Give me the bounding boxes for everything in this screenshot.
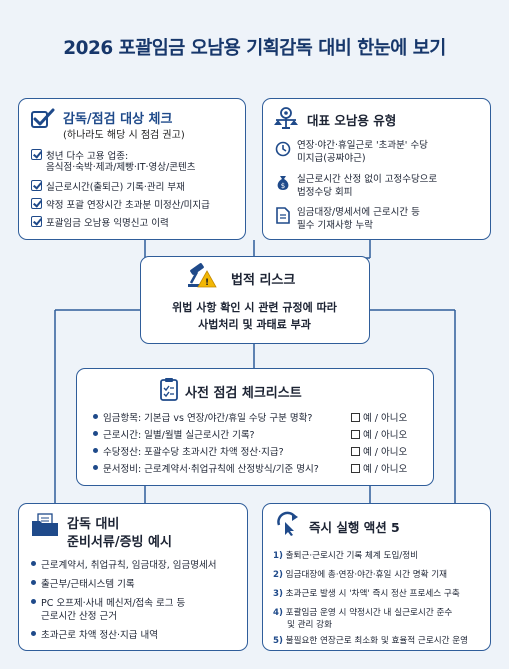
svg-text:$: $ [281, 182, 285, 190]
page-title: 2026 포괄임금 오남용 기획감독 대비 한눈에 보기 [63, 38, 446, 59]
clock-icon [275, 141, 291, 157]
legal-risk-line-1: 위법 사항 확인 시 관련 규정에 따라 [172, 301, 337, 314]
list-item: 실근로시간(출퇴근) 기록·관리 부재 [31, 180, 185, 194]
checklist-answer[interactable]: 예 / 아니오 [351, 464, 407, 476]
actions-title: 즉시 실행 액션 5 [309, 520, 400, 535]
inspection-targets-subtitle: (하나라도 해당 시 점검 권고) [63, 130, 185, 141]
checklist-card: 사전 점검 체크리스트 임금항목: 기본급 vs 연장/야간/휴일 수당 구분 … [76, 368, 434, 486]
check-icon [31, 180, 42, 191]
checklist-row: 근로시간: 일별/월별 실근로시간 기록? [93, 430, 255, 442]
checkbox[interactable] [351, 464, 360, 473]
gavel-warning-icon: ! [188, 263, 217, 288]
misuse-types-title: 대표 오남용 유형 [307, 113, 397, 128]
cursor-arrow-icon [277, 511, 298, 536]
checklist-row: 수당정산: 포괄수당 초과시간 차액 정산·지급? [93, 447, 284, 459]
legal-risk-line-2: 사법처리 및 과태료 부과 [198, 318, 311, 331]
list-item: 실근로시간 산정 없이 고정수당으로 [297, 174, 438, 185]
list-item: 연장·야간·휴일근로 '초과분' 수당 [297, 140, 428, 151]
check-icon [31, 216, 42, 227]
list-item-continuation: 미지급(공짜야근) [297, 153, 366, 164]
list-item: 포괄임금 오남용 익명신고 이력 [31, 216, 169, 230]
checkbox[interactable] [351, 430, 360, 439]
documents-title-line-2: 준비서류/증빙 예시 [67, 535, 172, 550]
inspection-targets-title: 감독/점검 대상 체크 [63, 112, 173, 127]
list-item: 1) 출퇴근·근로시간 기록 체계 도입/정비 [273, 551, 419, 561]
money-bag-icon: $ [277, 176, 289, 190]
clipboard-icon [160, 378, 178, 401]
bullet-icon [93, 448, 98, 453]
bullet-icon [31, 599, 36, 604]
checkbox-check-icon [31, 108, 55, 128]
list-item: PC 오프제·사내 메신저/접속 로그 등 [31, 598, 185, 610]
checkbox[interactable] [351, 447, 360, 456]
bullet-icon [31, 631, 36, 636]
list-item: 4) 포괄임금 운영 시 약정시간 내 실근로시간 준수 [273, 608, 453, 618]
list-item-continuation: 필수 기재사항 누락 [297, 220, 373, 231]
checklist-answer[interactable]: 예 / 아니오 [351, 447, 407, 459]
checklist-answer[interactable]: 예 / 아니오 [351, 430, 407, 442]
checkbox[interactable] [351, 413, 360, 422]
list-item-continuation: 근로시간 산정 근거 [41, 611, 117, 622]
check-icon [31, 198, 42, 209]
list-item-continuation: 법정수당 회피 [297, 187, 353, 198]
document-icon [276, 207, 290, 224]
documents-card: 감독 대비 준비서류/증빙 예시 근로계약서, 취업규칙, 임금대장, 임금명세… [18, 503, 248, 651]
list-item: 2) 임금대장에 총·연장·야간·휴일 시간 명확 기재 [273, 570, 448, 580]
misuse-types-card: 대표 오남용 유형 연장·야간·휴일근로 '초과분' 수당 미지급(공짜야근) … [262, 98, 491, 240]
checklist-answer[interactable]: 예 / 아니오 [351, 413, 407, 425]
list-item: 출근부/근태시스템 기록 [31, 579, 135, 591]
checklist-row: 임금항목: 기본급 vs 연장/야간/휴일 수당 구분 명확? [93, 413, 312, 425]
list-item: 근로계약서, 취업규칙, 임금대장, 임금명세서 [31, 560, 216, 572]
list-item: 5) 불필요한 연장근로 최소화 및 효율적 근로시간 운영 [273, 636, 469, 646]
checklist-title: 사전 점검 체크리스트 [185, 386, 302, 401]
list-item: 초과근로 차액 정산·지급 내역 [31, 630, 158, 642]
list-item: 약정 포괄 연장시간 초과분 미정산/미지급 [31, 198, 210, 212]
list-item: 임금대장/명세서에 근로시간 등 [297, 207, 420, 218]
list-item: 청년 다수 고용 업종: [31, 149, 128, 163]
bullet-icon [31, 561, 36, 566]
svg-text:!: ! [205, 278, 209, 288]
documents-title-line-1: 감독 대비 [67, 517, 120, 532]
bullet-icon [93, 465, 98, 470]
list-item: 3) 초과근로 발생 시 '차액' 즉시 정산 프로세스 구축 [273, 589, 460, 599]
list-item-continuation: 및 관리 강화 [287, 620, 332, 630]
folder-icon [32, 513, 58, 536]
actions-card: 즉시 실행 액션 5 1) 출퇴근·근로시간 기록 체계 도입/정비 2) 임금… [262, 503, 491, 651]
legal-risk-card: ! 법적 리스크 위법 사항 확인 시 관련 규정에 따라 사법처리 및 과태료… [140, 256, 370, 344]
checklist-row: 문서정비: 근로계약서·취업규칙에 산정방식/기준 명시? [93, 464, 319, 476]
scale-gear-icon [274, 107, 298, 129]
bullet-icon [93, 414, 98, 419]
bullet-icon [31, 580, 36, 585]
bullet-icon [93, 431, 98, 436]
inspection-targets-card: 감독/점검 대상 체크 (하나라도 해당 시 점검 권고) 청년 다수 고용 업… [18, 98, 246, 240]
check-icon [31, 149, 42, 160]
legal-risk-title: 법적 리스크 [231, 273, 296, 288]
list-item-continuation: 음식점·숙박·제과/제빵·IT·영상/콘텐츠 [46, 162, 196, 173]
